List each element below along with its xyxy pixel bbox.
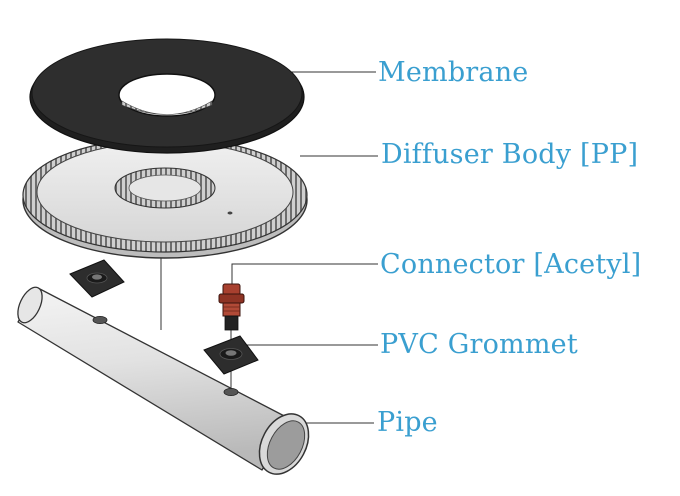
pipe-back-end <box>17 286 43 324</box>
label-membrane: Membrane <box>378 57 529 88</box>
label-pipe: Pipe <box>377 407 438 438</box>
leader-connector <box>231 263 378 285</box>
diffuser-hub-center <box>128 174 202 202</box>
pipe-inner-wall <box>266 420 306 470</box>
membrane <box>29 38 305 154</box>
grommet-left <box>69 259 125 298</box>
pipe-hole-right <box>223 387 239 396</box>
label-pvc-grommet: PVC Grommet <box>380 329 578 360</box>
diffuser-vent <box>227 211 233 215</box>
label-connector: Connector [Acetyl] <box>380 249 642 280</box>
membrane-hole-ribs <box>121 100 213 115</box>
connector <box>218 283 245 331</box>
pipe-hole-left <box>92 315 108 324</box>
grommet-right <box>203 335 259 375</box>
pipe <box>17 286 310 475</box>
pipe-body <box>17 287 293 471</box>
membrane-hole <box>118 73 216 117</box>
label-diffuser-body: Diffuser Body [PP] <box>381 139 639 170</box>
diffuser-body <box>22 137 308 259</box>
